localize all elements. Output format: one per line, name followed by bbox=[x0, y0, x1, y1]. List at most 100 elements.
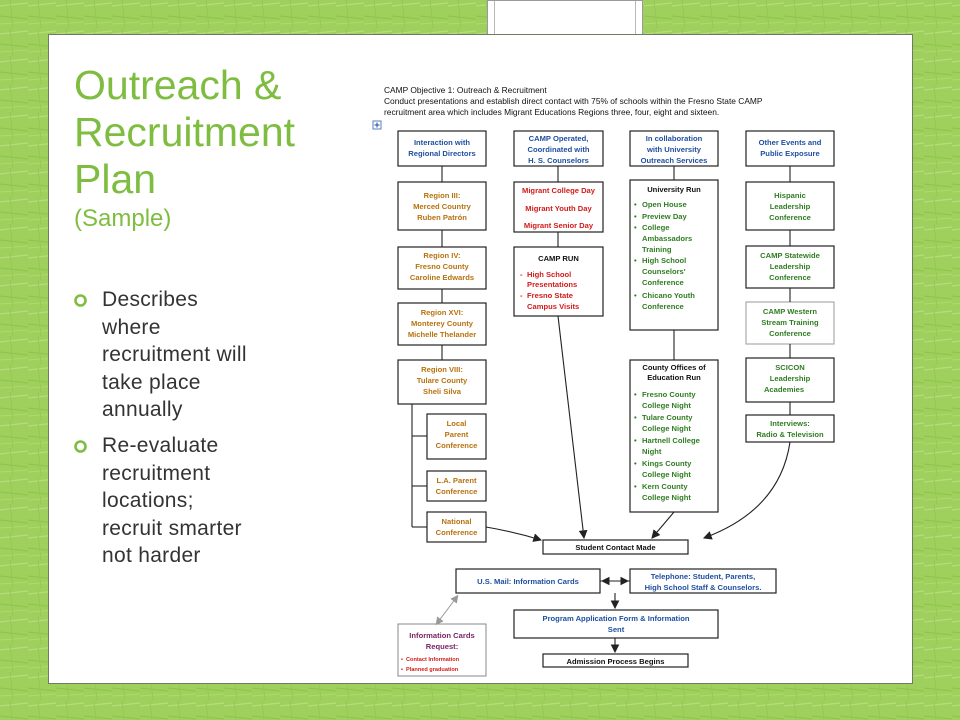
box-label: Conference bbox=[769, 213, 811, 222]
box-label: Conference bbox=[769, 273, 811, 282]
region-iv-box: Region IV: Fresno County Caroline Edward… bbox=[397, 246, 487, 290]
region-viii-box: Region VIII: Tulare County Sheli Silva bbox=[397, 359, 487, 405]
box-label: L.A. Parent bbox=[436, 476, 477, 485]
box-label: Telephone: Student, Parents, bbox=[651, 572, 756, 581]
flowchart: CAMP Objective 1: Outreach & Recruitment… bbox=[372, 85, 835, 677]
box-label: Kern County bbox=[642, 482, 688, 491]
box-label: Conference bbox=[642, 302, 684, 311]
expand-icon bbox=[372, 120, 382, 130]
box-label: U.S. Mail: Information Cards bbox=[477, 577, 579, 586]
col4-header-box: Other Events and Public Exposure bbox=[745, 130, 835, 167]
box-label: University Run bbox=[647, 185, 701, 194]
box-label: Information Cards bbox=[409, 631, 474, 640]
box-label: Other Events and bbox=[759, 138, 822, 147]
list-bullet: • bbox=[634, 200, 637, 209]
list-bullet: • bbox=[634, 223, 637, 232]
box-label: CAMP Western bbox=[763, 307, 818, 316]
box-label: Stream Training bbox=[761, 318, 819, 327]
slide-title: Outreach & Recruitment Plan (Sample) bbox=[74, 62, 344, 235]
box-label: Tulare County bbox=[417, 376, 468, 385]
bullet-marker-icon bbox=[74, 294, 87, 307]
us-mail-box: U.S. Mail: Information Cards bbox=[455, 568, 601, 594]
box-label: Conference bbox=[436, 487, 478, 496]
box-label: High School bbox=[642, 256, 686, 265]
box-label: Ruben Patrón bbox=[417, 213, 467, 222]
box-label: Presentations bbox=[527, 280, 577, 289]
box-label: Interaction with bbox=[414, 138, 470, 147]
telephone-box: Telephone: Student, Parents, High School… bbox=[629, 568, 777, 594]
box-label: Conference bbox=[642, 278, 684, 287]
box-label: H. S. Counselors bbox=[528, 156, 589, 165]
box-label: High School bbox=[527, 270, 571, 279]
application-box: Program Application Form & Information S… bbox=[513, 609, 719, 639]
box-label: Sheli Silva bbox=[423, 387, 462, 396]
connectors bbox=[411, 166, 791, 654]
admission-box: Admission Process Begins bbox=[542, 653, 689, 668]
bullet-list: Describes where recruitment will take pl… bbox=[74, 286, 254, 578]
box-label: Radio & Television bbox=[756, 430, 824, 439]
chart-heading: CAMP Objective 1: Outreach & Recruitment bbox=[384, 85, 547, 95]
box-label: with University bbox=[646, 145, 702, 154]
region-xvi-box: Region XVI: Monterey County Michelle The… bbox=[397, 302, 487, 346]
box-label: Chicano Youth bbox=[642, 291, 695, 300]
bullet-item: Describes where recruitment will take pl… bbox=[74, 286, 254, 424]
local-parent-box: Local Parent Conference bbox=[426, 413, 487, 460]
box-label: Conference bbox=[436, 528, 478, 537]
list-bullet: • bbox=[634, 291, 637, 300]
box-label: Hispanic bbox=[774, 191, 806, 200]
migrant-days-box: Migrant College Day Migrant Youth Day Mi… bbox=[513, 181, 604, 233]
box-label: College bbox=[642, 223, 669, 232]
interviews-box: Interviews: Radio & Television bbox=[745, 414, 835, 443]
box-label: National bbox=[442, 517, 472, 526]
box-label: College Night bbox=[642, 493, 691, 502]
box-label: Leadership bbox=[770, 262, 811, 271]
box-label: Preview Day bbox=[642, 212, 688, 221]
list-bullet: • bbox=[401, 667, 403, 673]
list-bullet: • bbox=[634, 482, 637, 491]
col2-header-box: CAMP Operated, Coordinated with H. S. Co… bbox=[513, 130, 604, 167]
list-bullet: • bbox=[634, 413, 637, 422]
box-label: Region XVI: bbox=[421, 308, 464, 317]
national-conference-box: National Conference bbox=[426, 511, 487, 543]
box-label: Program Application Form & Information bbox=[543, 614, 690, 623]
box-label: Region III: bbox=[424, 191, 461, 200]
list-bullet: • bbox=[634, 390, 637, 399]
box-label: Kings County bbox=[642, 459, 692, 468]
information-cards-box: Information Cards Request: • Contact Inf… bbox=[397, 623, 487, 677]
box-label: College Night bbox=[642, 424, 691, 433]
box-label: Conference bbox=[436, 441, 478, 450]
box-label: Academies bbox=[764, 385, 804, 394]
box-label: Monterey County bbox=[411, 319, 474, 328]
box-label: College Night bbox=[642, 470, 691, 479]
box-label: Region VIII: bbox=[421, 365, 463, 374]
box-label: Student Contact Made bbox=[575, 543, 655, 552]
slide-subtitle: (Sample) bbox=[74, 205, 172, 232]
box-label: Outreach Services bbox=[641, 156, 708, 165]
box-label: Ambassadors bbox=[642, 234, 692, 243]
box-label: Open House bbox=[642, 200, 687, 209]
box-label: Sent bbox=[608, 625, 625, 634]
camp-run-box: CAMP RUN - High School Presentations - F… bbox=[513, 246, 604, 317]
box-label: Leadership bbox=[770, 202, 811, 211]
slide-title-text: Outreach & Recruitment Plan bbox=[74, 62, 296, 202]
box-label: Parent bbox=[445, 430, 469, 439]
list-bullet: - bbox=[520, 270, 523, 279]
box-label: Merced Country bbox=[413, 202, 472, 211]
box-label: CAMP RUN bbox=[538, 254, 579, 263]
camp-statewide-box: CAMP Statewide Leadership Conference bbox=[745, 245, 835, 289]
box-label: CAMP Operated, bbox=[529, 134, 589, 143]
bullet-text: Describes where recruitment will take pl… bbox=[102, 288, 247, 422]
col3-header-box: In collaboration with University Outreac… bbox=[629, 130, 719, 167]
box-label: CAMP Statewide bbox=[760, 251, 820, 260]
box-label: Fresno State bbox=[527, 291, 573, 300]
bullet-marker-icon bbox=[74, 440, 87, 453]
list-bullet: • bbox=[634, 436, 637, 445]
box-label: Campus Visits bbox=[527, 302, 579, 311]
box-label: Regional Directors bbox=[408, 149, 476, 158]
box-label: Fresno County bbox=[415, 262, 469, 271]
box-label: Education Run bbox=[647, 373, 701, 382]
box-label: Hartnell College bbox=[642, 436, 700, 445]
chart-heading: Conduct presentations and establish dire… bbox=[384, 96, 763, 106]
box-label: Contact Information bbox=[406, 657, 460, 663]
flowchart-image: CAMP Objective 1: Outreach & Recruitment… bbox=[372, 82, 842, 678]
